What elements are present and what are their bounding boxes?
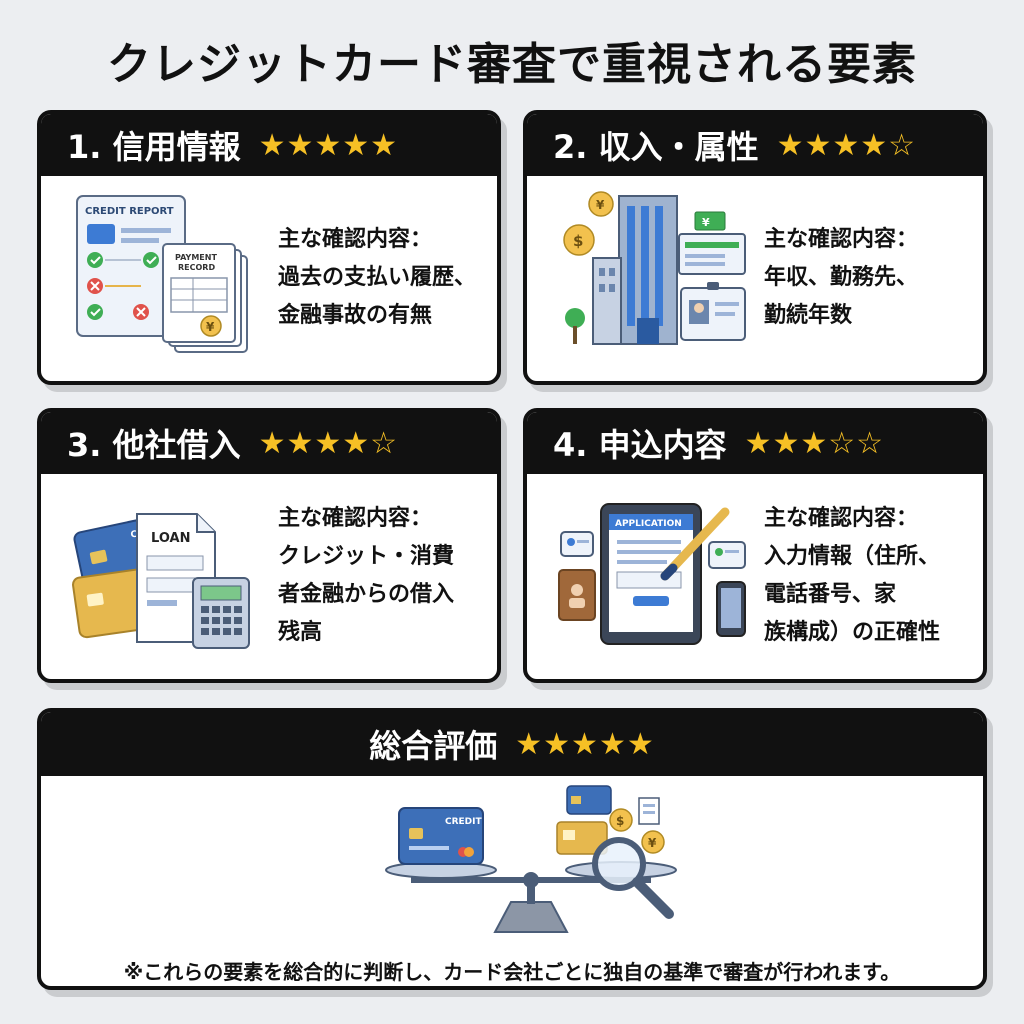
loan-label: LOAN xyxy=(151,531,190,546)
description-line: 入力情報（住所、 xyxy=(764,544,941,569)
description-line: 電話番号、家 xyxy=(764,582,897,607)
yen-coin-label: ¥ xyxy=(596,198,605,212)
card-body: APPLICATION 主な確認内容： 入力情報（住所、 電話番号、家 族構成）… xyxy=(527,474,983,679)
description-line: 主な確認内容： xyxy=(764,227,919,252)
star-rating: ★★★★★ xyxy=(515,726,655,762)
card-header: 1. 信用情報 ★★★★★ xyxy=(41,114,497,176)
card-body: CREDIT REPORT PAYMENT RECORD ¥ 主な確認内容： xyxy=(41,176,497,381)
card-header: 2. 収入・属性 ★★★★☆ xyxy=(527,114,983,176)
card-body: CREDIT $ ¥ ※これらの要素を総合的に判断し、カード会社ごとに独自の基準… xyxy=(41,776,983,986)
overall-evaluation-card: 総合評価 ★★★★★ CREDIT $ ¥ xyxy=(37,708,987,990)
description-line: 主な確認内容： xyxy=(278,506,433,531)
application-tablet-icon: APPLICATION xyxy=(558,503,746,645)
loan-document-icon: CREDIT LOAN xyxy=(72,513,250,649)
yen-coin-label: ¥ xyxy=(206,320,215,334)
factor-card-income: 2. 収入・属性 ★★★★☆ ¥ $ ¥ xyxy=(523,110,987,385)
card-body: ¥ $ ¥ 主な確認内容： 年収、勤務 xyxy=(527,176,983,381)
star-rating: ★★★☆☆ xyxy=(744,425,885,461)
card-description: 主な確認内容： 過去の支払い履歴、 金融事故の有無 xyxy=(278,221,476,335)
star-rating: ★★★★☆ xyxy=(776,127,917,163)
record-label: RECORD xyxy=(178,263,215,272)
description-line: 勤続年数 xyxy=(764,303,853,328)
page-title: クレジットカード審査で重視される要素 xyxy=(107,39,917,90)
description-line: 残高 xyxy=(278,620,323,645)
card-description: 主な確認内容： クレジット・消費 者金融からの借入 残高 xyxy=(278,500,454,652)
yen-bill-label: ¥ xyxy=(702,216,710,229)
card-title: 総合評価 xyxy=(369,727,498,765)
office-building-icon: ¥ $ ¥ xyxy=(563,191,746,345)
description-line: 者金融からの借入 xyxy=(278,582,455,607)
card-title: 4. 申込内容 xyxy=(553,426,727,464)
credit-card-label: CREDIT xyxy=(445,817,483,827)
star-rating: ★★★★☆ xyxy=(258,425,399,461)
dollar-coin-label: $ xyxy=(573,232,583,250)
dollar-coin-label: $ xyxy=(616,814,624,828)
balance-scale-icon: CREDIT $ ¥ xyxy=(385,785,677,933)
description-line: 年収、勤務先、 xyxy=(764,265,919,290)
payment-label: PAYMENT xyxy=(175,253,217,262)
factor-card-credit-info: 1. 信用情報 ★★★★★ CREDIT REPORT PAYMENT RECO… xyxy=(37,110,501,385)
card-header: 4. 申込内容 ★★★☆☆ xyxy=(527,412,983,474)
description-line: 過去の支払い履歴、 xyxy=(278,265,477,290)
footnote: ※これらの要素を総合的に判断し、カード会社ごとに独自の基準で審査が行われます。 xyxy=(123,960,901,984)
card-body: CREDIT LOAN 主な確認内容： クレジット・消費 xyxy=(41,474,497,679)
card-header: 3. 他社借入 ★★★★☆ xyxy=(41,412,497,474)
description-line: 金融事故の有無 xyxy=(278,303,433,328)
application-label: APPLICATION xyxy=(615,519,682,529)
card-title: 1. 信用情報 xyxy=(67,128,241,166)
credit-report-icon: CREDIT REPORT PAYMENT RECORD ¥ xyxy=(76,195,248,353)
description-line: 主な確認内容： xyxy=(278,227,433,252)
yen-coin-label: ¥ xyxy=(648,836,657,850)
description-line: 族構成）の正確性 xyxy=(764,620,941,645)
card-title: 3. 他社借入 xyxy=(67,426,241,464)
credit-report-label: CREDIT REPORT xyxy=(85,206,174,217)
card-description: 主な確認内容： 年収、勤務先、 勤続年数 xyxy=(764,221,918,335)
star-rating: ★★★★★ xyxy=(258,127,399,163)
card-header: 総合評価 ★★★★★ xyxy=(41,712,983,776)
card-description: 主な確認内容： 入力情報（住所、 電話番号、家 族構成）の正確性 xyxy=(764,500,940,652)
factor-card-other-loans: 3. 他社借入 ★★★★☆ CREDIT LOAN xyxy=(37,408,501,683)
card-title: 2. 収入・属性 xyxy=(553,128,759,166)
factor-card-application: 4. 申込内容 ★★★☆☆ APPLICATION 主な確認内容： xyxy=(523,408,987,683)
description-line: クレジット・消費 xyxy=(278,544,455,569)
description-line: 主な確認内容： xyxy=(764,506,919,531)
